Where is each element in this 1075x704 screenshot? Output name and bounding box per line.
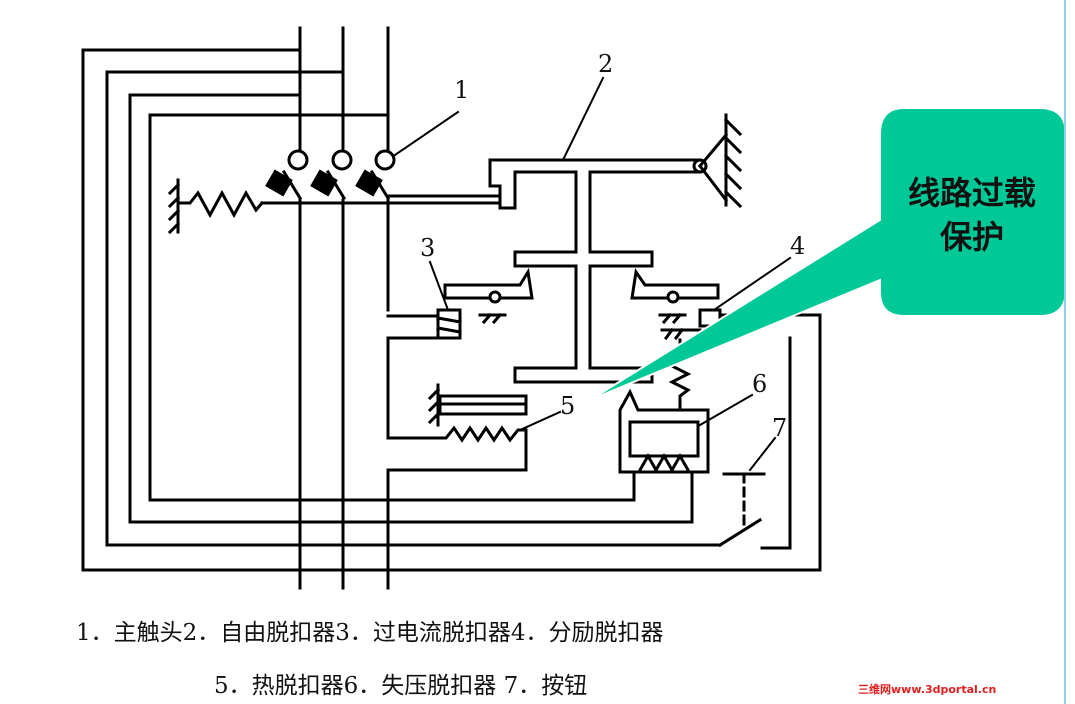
bubble-text-line-2: 保护 [940, 218, 1004, 256]
callout-number-3: 3 [420, 234, 435, 262]
trip-levers [443, 267, 720, 325]
push-button [717, 472, 766, 548]
overcurrent-release [386, 308, 462, 340]
callout-number-2: 2 [598, 50, 613, 78]
callout-number-5: 5 [560, 392, 575, 420]
caption-line-1: 1．主触头2．自由脱扣器3．过电流脱扣器4．分励脱扣器 [76, 620, 664, 646]
callout-number-1: 1 [454, 76, 469, 104]
callout-number-4: 4 [790, 232, 805, 260]
caption-line-2: 5．热脱扣器6．失压脱扣器 7．按钮 [214, 673, 588, 699]
callout-number-6: 6 [752, 370, 767, 398]
nested-wire-loops [81, 48, 822, 572]
thermal-release [386, 383, 528, 472]
callout-bubble: 线路过载 保护 [589, 107, 1067, 401]
bubble-text-line-1: 线路过载 [908, 174, 1036, 212]
watermark: 三维网www.3dportal.cn [858, 683, 997, 696]
callout-number-7: 7 [772, 414, 787, 442]
free-trip-mechanism [488, 113, 743, 384]
return-spring [167, 178, 265, 235]
leader-lines [393, 76, 792, 472]
phase-lines [298, 26, 390, 590]
undervoltage-release [618, 388, 710, 474]
main-contacts [260, 149, 507, 205]
page-edge-line [1064, 0, 1066, 704]
